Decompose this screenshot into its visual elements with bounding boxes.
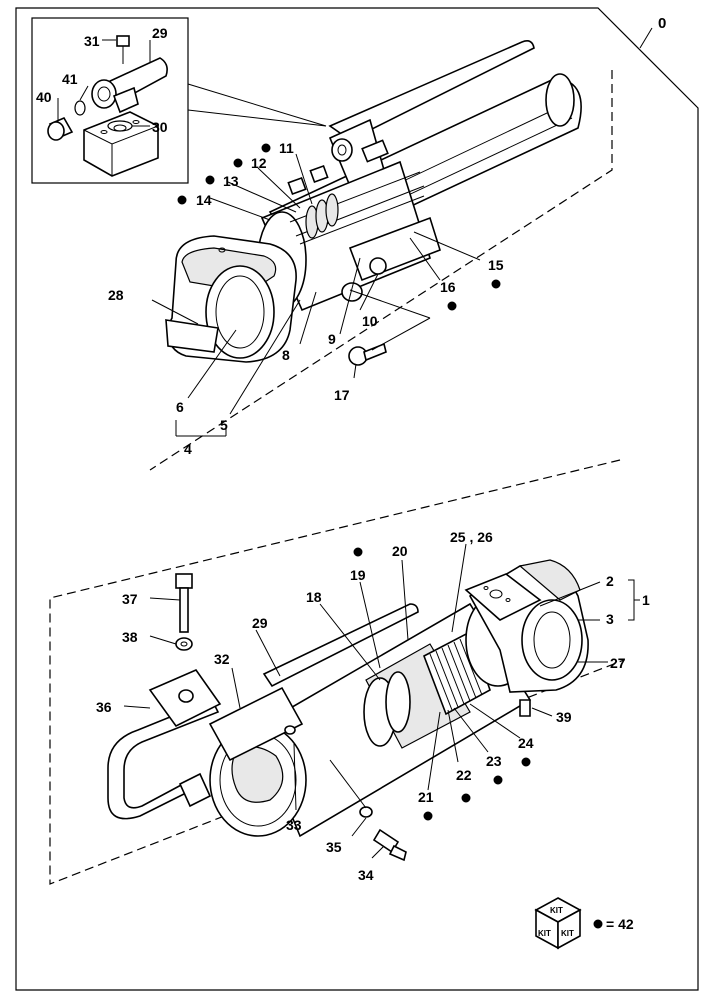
label-19: 19	[350, 567, 366, 583]
inset-frame	[31, 17, 189, 184]
label-37: 37	[122, 591, 138, 607]
figure-number: 0	[658, 15, 666, 32]
label-23: 23	[486, 753, 502, 769]
label-17: 17	[334, 387, 350, 403]
inset-detail	[31, 17, 327, 184]
kit-legend: KIT KIT KIT = 42	[534, 897, 634, 950]
label-15: 15	[488, 257, 504, 273]
kit-dot-11	[261, 143, 271, 153]
kit-dot-14	[177, 195, 187, 205]
label-27: 27	[610, 655, 626, 671]
label-34: 34	[358, 867, 374, 883]
kit-legend-text: = 42	[606, 916, 634, 932]
kit-dot-24	[521, 757, 531, 767]
label-28: 28	[108, 287, 124, 303]
pipe-29	[262, 603, 419, 688]
label-16: 16	[440, 279, 456, 295]
label-8: 8	[282, 347, 290, 363]
rod-eye-bore	[205, 265, 275, 359]
label-40: 40	[36, 89, 52, 105]
label-24: 24	[518, 735, 534, 751]
kit-legend-dot	[593, 919, 603, 929]
kit-dot-19	[353, 547, 363, 557]
label-35: 35	[326, 839, 342, 855]
label-25-26: 25 , 26	[450, 529, 493, 545]
rod-pipe	[328, 40, 535, 141]
cylinder-tube-assembly	[49, 459, 640, 885]
bolt-37	[175, 573, 193, 633]
svg-text:KIT: KIT	[538, 929, 551, 938]
label-3: 3	[606, 611, 614, 627]
inset-bolt	[116, 35, 130, 47]
label-29-inset: 29	[152, 25, 168, 41]
band-clamp	[208, 686, 304, 762]
kit-dot-16	[447, 301, 457, 311]
kit-dot-22	[461, 793, 471, 803]
figure-leader	[639, 27, 653, 49]
kit-dot-23	[493, 775, 503, 785]
label-13: 13	[223, 173, 239, 189]
diagram-border	[15, 7, 699, 991]
bolt-17	[348, 342, 387, 366]
label-12: 12	[251, 155, 267, 171]
label-6: 6	[176, 399, 184, 415]
label-22: 22	[456, 767, 472, 783]
inset-port-block	[83, 111, 159, 177]
label-5: 5	[220, 417, 228, 433]
label-41: 41	[62, 71, 78, 87]
kit-cube-icon: KIT KIT KIT	[534, 897, 582, 950]
label-1: 1	[642, 592, 650, 608]
label-39: 39	[556, 709, 572, 725]
label-18: 18	[306, 589, 322, 605]
kit-dot-15	[491, 279, 501, 289]
label-11: 11	[279, 140, 294, 156]
bolt-34	[372, 828, 407, 862]
svg-text:KIT: KIT	[561, 929, 574, 938]
label-10: 10	[362, 313, 378, 329]
piston-rod-assembly	[149, 40, 613, 471]
label-20: 20	[392, 543, 408, 559]
label-2: 2	[606, 573, 614, 589]
label-33: 33	[286, 817, 302, 833]
label-38: 38	[122, 629, 138, 645]
cylinder-port-block	[464, 573, 542, 621]
svg-text:KIT: KIT	[550, 906, 563, 915]
kit-dot-13	[205, 175, 215, 185]
label-36: 36	[96, 699, 112, 715]
inset-pipe	[106, 57, 168, 104]
label-14: 14	[196, 192, 212, 208]
label-29-lower: 29	[252, 615, 268, 631]
washer-35	[359, 806, 373, 818]
label-32: 32	[214, 651, 230, 667]
label-21: 21	[418, 789, 434, 805]
label-4: 4	[184, 441, 192, 457]
upper-dashed-frame	[149, 70, 613, 471]
label-30: 30	[152, 119, 168, 135]
label-9: 9	[328, 331, 336, 347]
washer-38	[175, 637, 193, 651]
grease-nipple	[519, 699, 531, 717]
kit-dot-21	[423, 811, 433, 821]
label-31: 31	[84, 33, 100, 49]
kit-dot-12	[233, 158, 243, 168]
